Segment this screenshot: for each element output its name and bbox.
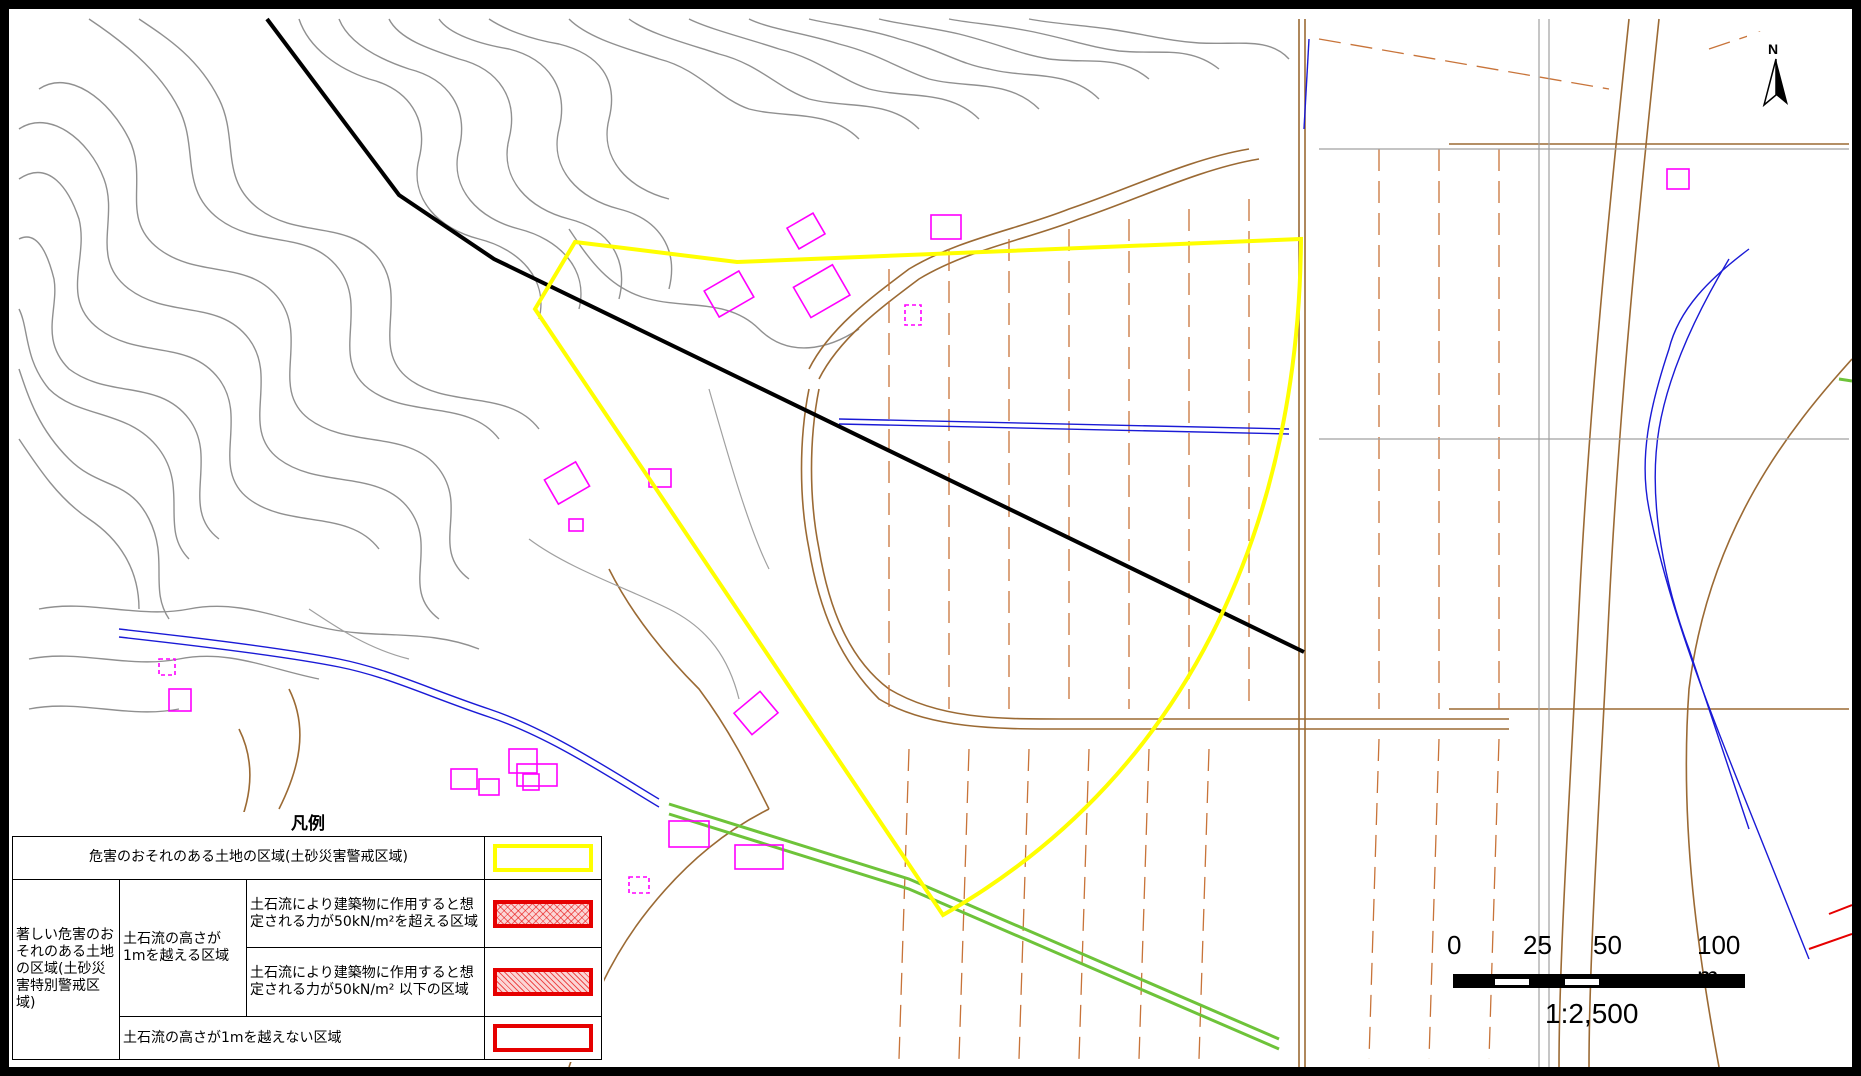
warning-zone-outline	[532, 236, 1304, 918]
north-arrow-icon	[1762, 58, 1788, 108]
red-hatch-symbol	[493, 968, 593, 997]
scale-bar: 0 25 50 100 m 1:2,500	[1445, 930, 1765, 1040]
legend-warning-area-symbol-cell	[484, 836, 602, 880]
legend-height-under-1m-symbol-cell	[484, 1016, 602, 1060]
scale-tick-25: 25	[1523, 930, 1552, 960]
legend-force-over-50-label: 土石流により建築物に作用すると想定される力が50kN/m²を超える区域	[246, 878, 485, 949]
scale-ratio: 1:2,500	[1545, 998, 1639, 1029]
red-marks	[1808, 904, 1852, 950]
map-canvas	[18, 17, 1852, 1067]
scale-segment-white-2	[1565, 979, 1599, 985]
base-lines	[308, 19, 1849, 1067]
legend-special-area-group-label: 著しい危害のおそれのある土地の区域(土砂災害特別警戒区域)	[12, 878, 120, 1061]
scale-bar-graphic	[1453, 974, 1745, 988]
scale-tick-50: 50	[1593, 930, 1622, 960]
north-indicator: N	[1756, 41, 1796, 113]
legend-force-under-50-symbol-cell	[484, 947, 602, 1018]
waterways	[118, 38, 1810, 960]
scale-segment-white-1	[1495, 979, 1529, 985]
north-label: N	[1768, 41, 1779, 57]
yellow-outline-symbol	[493, 843, 593, 872]
railway	[668, 377, 1852, 1051]
legend-height-under-1m-label: 土石流の高さが1mを越えない区域	[119, 1016, 485, 1060]
legend-table: 危害のおそれのある土地の区域(土砂災害警戒区域) 著しい危害のおそれのある土地の…	[12, 836, 602, 1061]
legend: 凡例 危害のおそれのある土地の区域(土砂災害警戒区域) 著しい危害のおそれのある…	[12, 812, 604, 1062]
legend-height-over-1m-label: 土石流の高さが1mを越える区域	[119, 878, 247, 1018]
legend-force-over-50-symbol-cell	[484, 878, 602, 949]
legend-warning-area-label: 危害のおそれのある土地の区域(土砂災害警戒区域)	[12, 836, 485, 880]
field-lines	[888, 28, 1770, 1060]
buildings	[158, 168, 1690, 894]
scale-tick-0: 0	[1447, 930, 1462, 960]
legend-force-under-50-label: 土石流により建築物に作用すると想定される力が50kN/m² 以下の区域	[246, 947, 485, 1018]
contour-lines	[18, 18, 1290, 713]
red-outline-symbol	[493, 1024, 593, 1053]
reference-line	[265, 17, 1305, 654]
red-crosshatch-symbol	[493, 899, 593, 928]
legend-title: 凡例	[291, 814, 325, 834]
